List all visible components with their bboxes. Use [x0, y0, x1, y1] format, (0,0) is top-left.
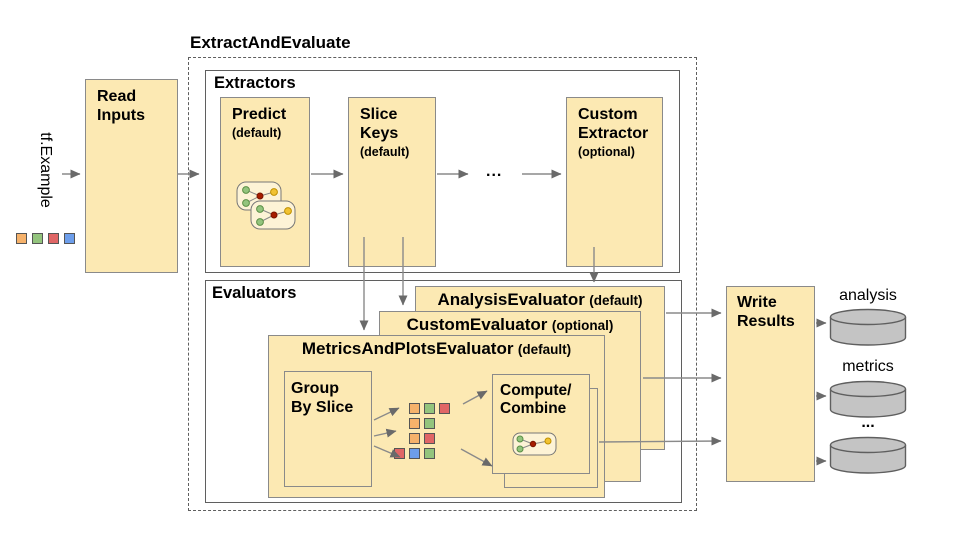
write-results-label: Write Results	[737, 294, 795, 330]
extractors-ellipsis: ...	[486, 163, 503, 180]
predict-qualifier: (default)	[232, 125, 282, 140]
data-square-blue	[64, 233, 75, 244]
slice-keys-qualifier: (default)	[360, 144, 410, 159]
group-by-slice-box: Group By Slice	[284, 371, 372, 487]
custom-extractor-label: Custom Extractor	[578, 106, 649, 142]
custom-evaluator-label: CustomEvaluator	[406, 315, 548, 334]
read-inputs-label: Read Inputs	[97, 88, 145, 124]
analysis-evaluator-qualifier: (default)	[589, 293, 643, 308]
combine-graph-icon	[512, 432, 557, 456]
data-square-green	[424, 403, 435, 414]
data-square-green	[32, 233, 43, 244]
model-graph-icon	[236, 181, 296, 230]
extract-and-evaluate-container	[188, 57, 697, 511]
write-results-box: Write Results	[726, 286, 815, 482]
analysis-evaluator-label: AnalysisEvaluator	[437, 290, 585, 309]
pipeline-title: ExtractAndEvaluate	[190, 33, 351, 52]
analysis-output-label: analysis	[839, 287, 897, 304]
slice-row-3	[409, 433, 450, 444]
slice-row-4	[394, 448, 450, 459]
sliced-examples-grid	[394, 403, 450, 463]
custom-extractor-qualifier: (optional)	[578, 144, 635, 159]
metrics-database-icon	[829, 380, 907, 418]
data-square-blue	[409, 448, 420, 459]
slice-keys-extractor-box: Slice Keys (default)	[348, 97, 436, 267]
metrics-output-label: metrics	[842, 358, 894, 375]
custom-extractor-box: Custom Extractor (optional)	[566, 97, 663, 267]
data-square-orange	[409, 403, 420, 414]
predict-extractor-box: Predict (default)	[220, 97, 310, 267]
input-label: tf.Example	[37, 132, 54, 208]
data-square-red	[439, 403, 450, 414]
slice-row-2	[409, 418, 450, 429]
more-outputs-label: ...	[861, 414, 875, 431]
compute-combine-box: Compute/ Combine	[492, 374, 590, 474]
analysis-database-icon	[829, 308, 907, 346]
data-square-orange	[409, 418, 420, 429]
evaluators-title: Evaluators	[212, 284, 297, 302]
data-square-red	[424, 433, 435, 444]
read-inputs-box: Read Inputs	[85, 79, 178, 273]
group-by-slice-label: Group By Slice	[291, 380, 354, 416]
data-square-green	[424, 448, 435, 459]
data-square-orange	[16, 233, 27, 244]
data-square-red	[394, 448, 405, 459]
data-square-green	[424, 418, 435, 429]
extractors-title: Extractors	[214, 74, 296, 92]
custom-evaluator-qualifier: (optional)	[551, 318, 614, 333]
compute-combine-label: Compute/ Combine	[500, 382, 572, 418]
slice-keys-label: Slice Keys	[360, 106, 399, 142]
metrics-and-plots-evaluator-qualifier: (default)	[517, 342, 572, 357]
metrics-and-plots-evaluator-label: MetricsAndPlotsEvaluator	[301, 339, 514, 358]
data-square-red	[48, 233, 59, 244]
input-example-squares	[16, 233, 75, 244]
data-square-orange	[409, 433, 420, 444]
predict-label: Predict	[232, 106, 287, 123]
slice-row-1	[409, 403, 450, 414]
more-database-icon	[829, 436, 907, 474]
